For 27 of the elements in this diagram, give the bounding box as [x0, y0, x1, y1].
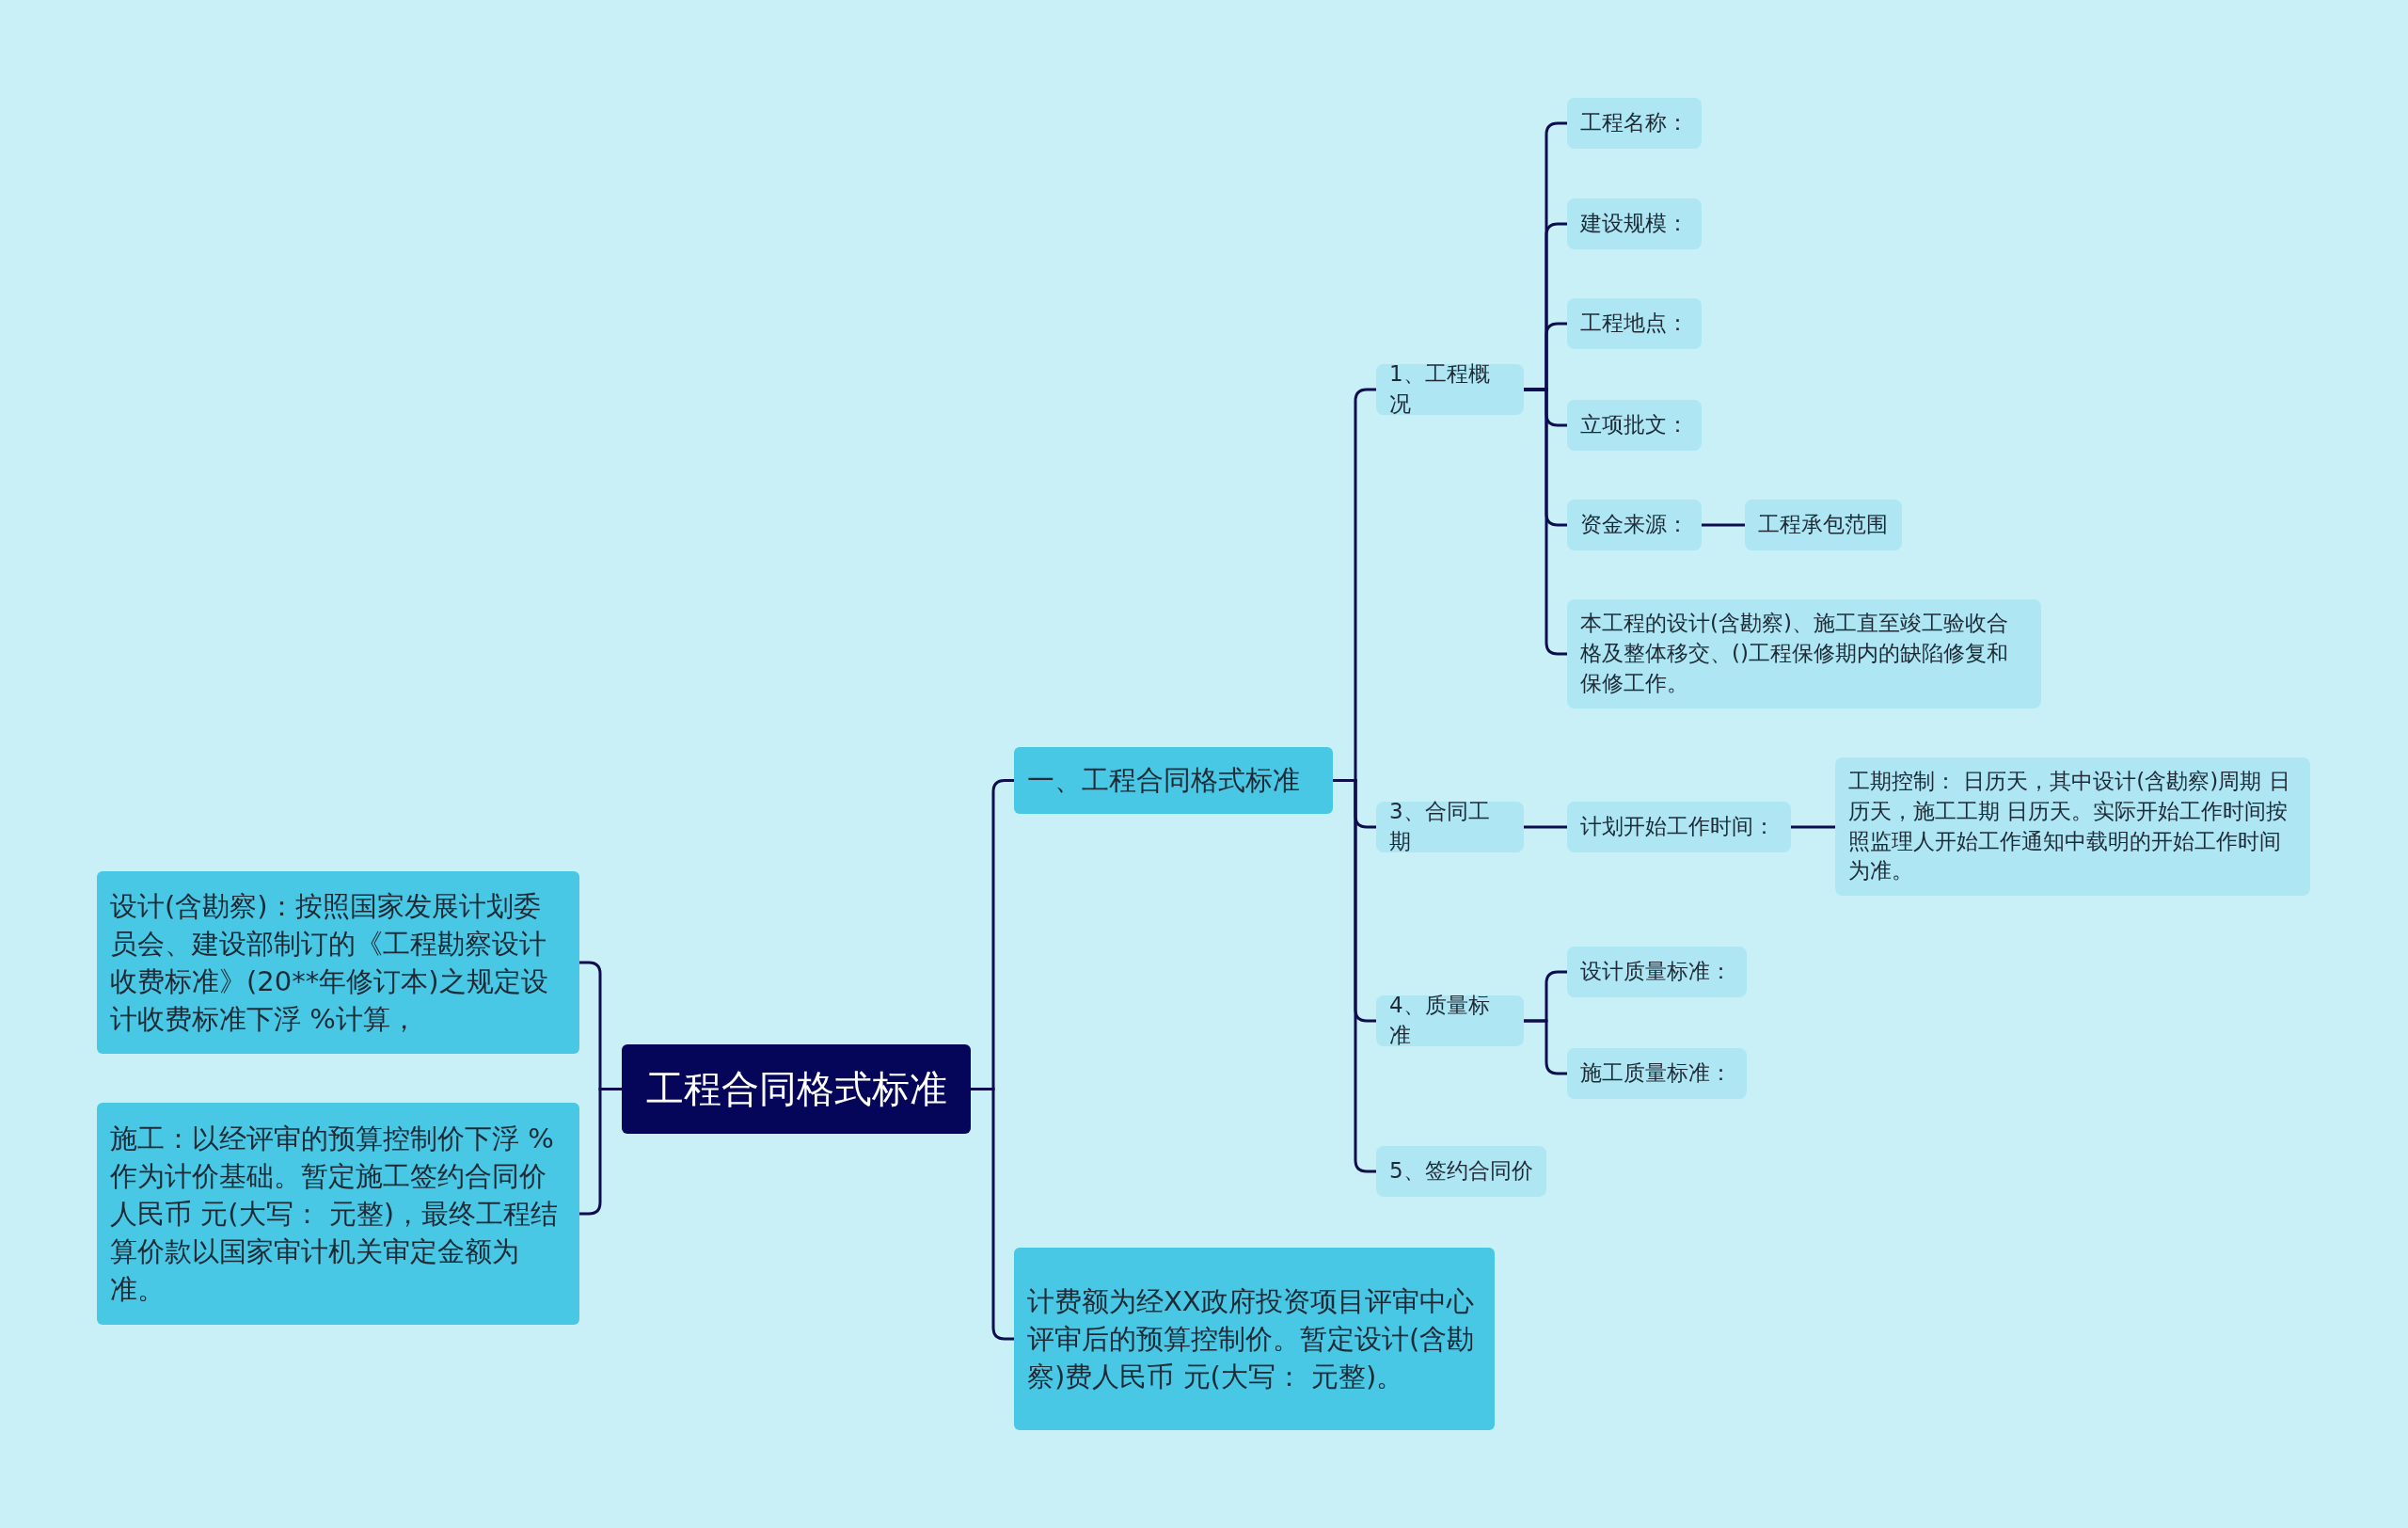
connector-line [1524, 825, 1567, 829]
connector-line [1791, 825, 1835, 829]
connector-line [1702, 523, 1745, 527]
topic-text: 立项批文： [1580, 411, 1688, 439]
topic-text: 工程名称： [1580, 109, 1688, 137]
topic-text: 工程承包范围 [1758, 511, 1888, 539]
topic-text: 4、质量标准 [1389, 992, 1491, 1049]
topic-text: 建设规模： [1580, 210, 1688, 238]
topic-text: 计费额为经XX政府投资项目评审中心评审后的预算控制价。暂定设计(含勘察)费人民币 元(大写： 元整)。 [1027, 1283, 1476, 1394]
topic-text: 本工程的设计(含勘察)、施工直至竣工验收合格及整体移交、()工程保修期内的缺陷修复和保修工作。 [1580, 610, 2009, 697]
connector-line [1333, 779, 1376, 1173]
topic-text: 5、签约合同价 [1389, 1157, 1533, 1186]
topic-text: 3、合同工期 [1389, 798, 1491, 855]
topic-text: 计划开始工作时间： [1580, 813, 1775, 841]
topic-text: 设计(含勘察)：按照国家发展计划委员会、建设部制订的《工程勘察设计收费标准》(20**年修订本)之规定设计收费标准下浮 %计算， [110, 888, 549, 1037]
connector-line [1524, 1019, 1567, 1075]
root-topic-text: 工程合同格式标准 [645, 1065, 947, 1112]
topic-text: 工期控制： 日历天，其中设计(含勘察)周期 日历天，施工工期 日历天。实际开始工作时间按照监理人开始工作通知中载明的开始工作时间为准。 [1848, 768, 2291, 885]
topic-text: 施工质量标准： [1580, 1059, 1732, 1088]
connector-line [971, 1088, 1014, 1341]
topic-text: 施工：以经评审的预算控制价下浮 %作为计价基础。暂定施工签约合同价人民币 元(大写： 元整)，最终工程结算价款以国家审计机关审定金额为准。 [110, 1121, 560, 1307]
connector-line [1524, 388, 1567, 656]
topic-text: 1、工程概况 [1389, 360, 1491, 418]
topic-text: 一、工程合同格式标准 [1027, 763, 1300, 799]
topic-text: 工程地点： [1580, 310, 1688, 338]
topic-text: 设计质量标准： [1580, 958, 1732, 986]
topic-text: 资金来源： [1580, 511, 1688, 539]
